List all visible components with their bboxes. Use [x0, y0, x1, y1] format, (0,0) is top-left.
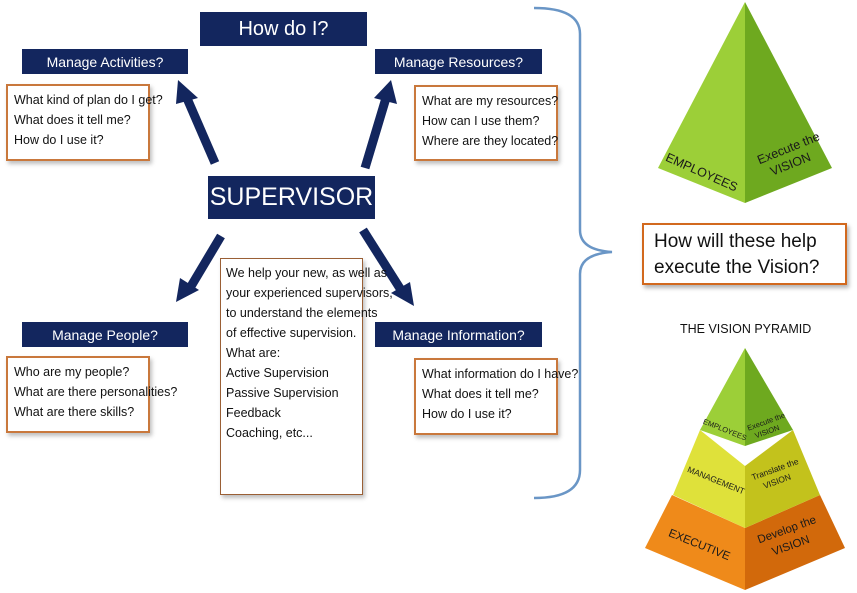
description-list-item: Feedback — [226, 406, 281, 420]
description-line: to understand the elements — [226, 306, 378, 320]
top-pyramid: EMPLOYEES Execute the VISION — [658, 2, 832, 203]
manage-people-header: Manage People? — [22, 322, 188, 347]
arrow-to-resources — [360, 80, 397, 170]
arrow-to-information — [359, 227, 414, 306]
curly-brace — [533, 6, 613, 500]
description-list-item: Passive Supervision — [226, 386, 339, 400]
description-line: your experienced supervisors, — [226, 286, 393, 300]
activities-questions-box: What kind of plan do I get? What does it… — [6, 84, 163, 161]
manage-information-header: Manage Information? — [375, 322, 542, 347]
vision-question-box: How will these help execute the Vision? — [642, 223, 847, 285]
description-list-item: Active Supervision — [226, 366, 329, 380]
description-list-item: Coaching, etc... — [226, 426, 313, 440]
description-list-title: What are: — [226, 346, 281, 360]
resources-questions-box: What are my resources? How can I use the… — [414, 85, 558, 161]
arrow-to-activities — [176, 80, 220, 165]
vision-question-line2: execute the Vision? — [654, 257, 820, 278]
information-question: What information do I have? — [422, 367, 579, 381]
people-question: Who are my people? — [14, 365, 130, 379]
vision-pyramid-title: THE VISION PYRAMID — [680, 322, 812, 336]
information-question: How do I use it? — [422, 407, 512, 421]
resources-question: Where are they located? — [422, 134, 559, 148]
activities-question: How do I use it? — [14, 133, 104, 147]
vision-question-line1: How will these help — [654, 231, 817, 252]
description-line: We help your new, as well as — [226, 266, 387, 280]
manage-activities-header: Manage Activities? — [22, 49, 188, 74]
resources-question: How can I use them? — [422, 114, 540, 128]
people-question: What are there personalities? — [14, 385, 178, 399]
supervision-description-box: We help your new, as well as your experi… — [220, 258, 393, 495]
information-questions-box: What information do I have? What does it… — [414, 358, 579, 435]
description-line: of effective supervision. — [226, 326, 357, 340]
information-question: What does it tell me? — [422, 387, 539, 401]
how-do-i-title: How do I? — [200, 12, 367, 46]
supervisor-label: SUPERVISOR — [208, 176, 375, 219]
manage-resources-header: Manage Resources? — [375, 49, 542, 74]
activities-question: What does it tell me? — [14, 113, 131, 127]
activities-question: What kind of plan do I get? — [14, 93, 163, 107]
resources-question: What are my resources? — [422, 94, 559, 108]
vision-pyramid: EMPLOYEES Execute the VISION MANAGEMENT … — [645, 348, 845, 590]
people-questions-box: Who are my people? What are there person… — [6, 356, 178, 433]
arrow-to-people — [176, 233, 225, 302]
people-question: What are there skills? — [14, 405, 135, 419]
